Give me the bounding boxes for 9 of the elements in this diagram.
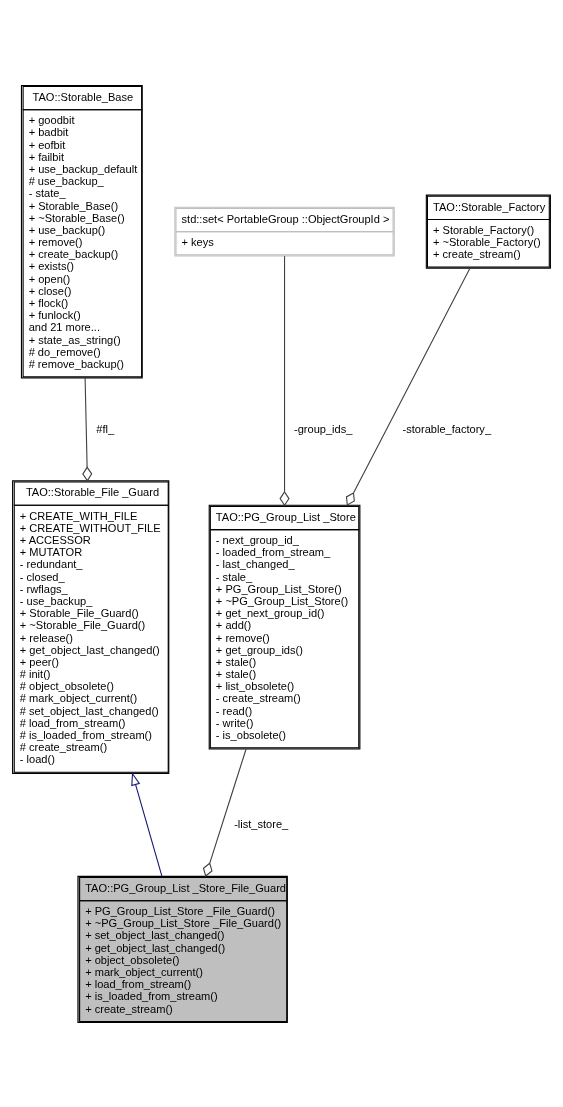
connector (345, 267, 471, 506)
connector (202, 748, 247, 877)
edge-label: #fl_ (96, 422, 115, 435)
edge-label: -storable_factory_ (402, 422, 492, 435)
edge-label: -group_ids_ (293, 422, 353, 435)
connector (279, 255, 290, 506)
edge-label: -list_store_ (234, 817, 289, 830)
connector (82, 377, 93, 482)
arrow (131, 771, 163, 877)
